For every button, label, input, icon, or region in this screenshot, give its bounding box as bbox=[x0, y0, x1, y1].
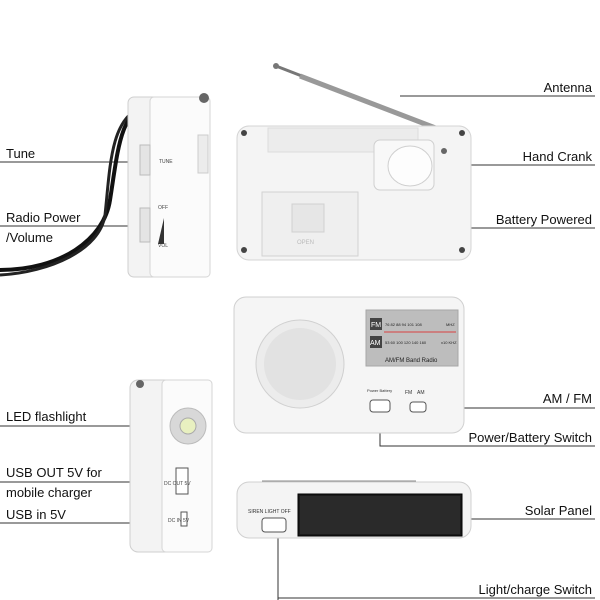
switch-am-print: AM bbox=[417, 390, 425, 396]
am-badge: AM bbox=[370, 340, 381, 347]
side-off-print: OFF bbox=[158, 205, 168, 211]
side-vol-print: VOL bbox=[158, 243, 168, 249]
front-view: FM AM 76 82 88 94 101 108 MHZ 53 60 100 … bbox=[233, 296, 465, 434]
back-logo-print: OPEN bbox=[297, 240, 314, 246]
label-usb-out: USB OUT 5V for bbox=[6, 465, 102, 480]
label-power-battery-switch: Power/Battery Switch bbox=[468, 430, 592, 445]
dc-out-print: DC OUT 5V bbox=[164, 481, 191, 487]
fm-scale-print: 76 82 88 94 101 108 bbox=[385, 322, 422, 327]
label-led-flashlight: LED flashlight bbox=[6, 409, 87, 424]
label-am-fm: AM / FM bbox=[542, 391, 592, 406]
side-view-strap: TUNE OFF VOL bbox=[0, 93, 211, 278]
switch-power-print: Power Battery bbox=[367, 388, 392, 393]
label-radio-power: Radio Power bbox=[6, 210, 81, 225]
label-volume: /Volume bbox=[6, 230, 53, 245]
label-tune: Tune bbox=[6, 146, 36, 161]
top-view: SIREN LIGHT OFF bbox=[236, 480, 472, 539]
label-battery-powered: Battery Powered bbox=[495, 212, 592, 227]
label-hand-crank: Hand Crank bbox=[522, 149, 592, 164]
label-usb-in: USB in 5V bbox=[6, 507, 66, 522]
back-view: OPEN bbox=[236, 63, 472, 261]
label-antenna: Antenna bbox=[543, 80, 592, 95]
fm-unit-print: MHZ bbox=[446, 322, 455, 327]
am-scale-print: 53 60 100 120 140 160 bbox=[385, 340, 427, 345]
switch-fm-print: FM bbox=[405, 390, 412, 396]
dc-in-print: DC IN 5V bbox=[168, 518, 190, 524]
side-view-ports: DC OUT 5V DC IN 5V bbox=[129, 379, 213, 553]
fm-badge: FM bbox=[371, 322, 381, 329]
label-solar-panel: Solar Panel bbox=[524, 503, 592, 518]
label-mobile-charger: mobile charger bbox=[6, 485, 92, 500]
am-unit-print: x10 KHZ bbox=[441, 340, 457, 345]
label-light-charge-switch: Light/charge Switch bbox=[478, 582, 592, 597]
band-title-print: AM/FM Band Radio bbox=[385, 358, 438, 364]
siren-light-off-print: SIREN LIGHT OFF bbox=[248, 509, 291, 515]
side-tune-print: TUNE bbox=[159, 159, 173, 165]
